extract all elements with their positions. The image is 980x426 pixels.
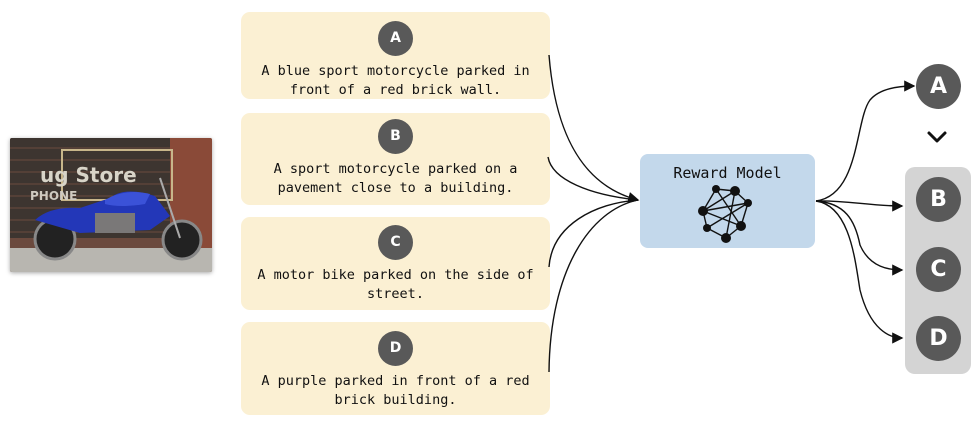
rank-badge: D [916, 316, 961, 361]
candidate-badge: A [378, 21, 413, 56]
sign-text: ug Store [40, 163, 137, 187]
arrow-b-to-model [547, 156, 639, 201]
arrow-c-to-model [548, 199, 639, 268]
greater-than-icon [927, 131, 947, 143]
candidate-card-d: D A purple parked in front of a red bric… [241, 322, 550, 415]
candidate-card-b: B A sport motorcycle parked on a pavemen… [241, 113, 550, 205]
arrow-model-to-a [815, 80, 916, 202]
rank-badge-top: A [916, 64, 961, 109]
reward-model-box: Reward Model [640, 154, 815, 248]
neural-network-icon [697, 185, 752, 243]
candidate-caption: A sport motorcycle parked on a pavement … [273, 161, 518, 196]
candidate-caption: A purple parked in front of a red brick … [261, 373, 530, 408]
arrow-model-to-d [815, 200, 904, 344]
rank-badge: B [916, 177, 961, 222]
motorcycle-image: ug Store PHONE [10, 138, 212, 272]
candidate-card-a: A A blue sport motorcycle parked in fron… [241, 12, 550, 99]
arrow-d-to-model [548, 199, 639, 373]
svg-text:PHONE: PHONE [30, 189, 77, 203]
reward-model-title: Reward Model [673, 164, 782, 182]
candidate-badge: C [378, 225, 413, 260]
rank-badge: C [916, 247, 961, 292]
candidate-badge: B [378, 119, 413, 154]
arrow-model-to-b [815, 200, 904, 212]
arrow-model-to-c [815, 200, 904, 276]
arrow-a-to-model [548, 54, 640, 203]
candidate-caption: A motor bike parked on the side of stree… [257, 267, 534, 302]
candidate-card-c: C A motor bike parked on the side of str… [241, 217, 550, 310]
candidate-badge: D [378, 331, 413, 366]
candidate-caption: A blue sport motorcycle parked in front … [261, 63, 530, 98]
